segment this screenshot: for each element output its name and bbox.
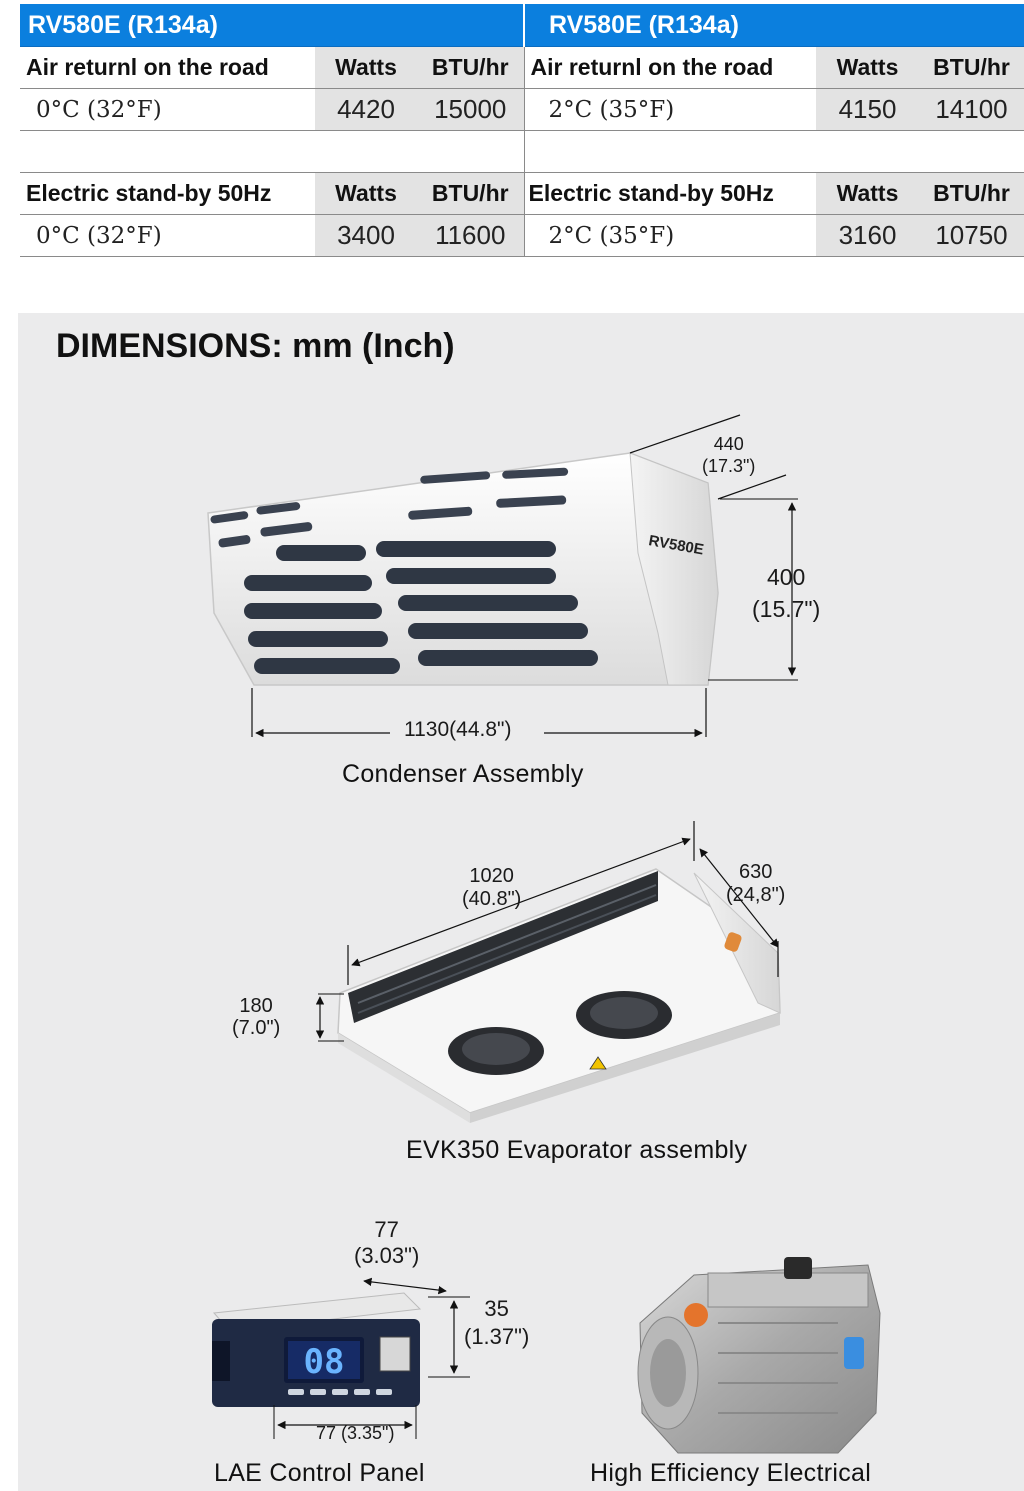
spec-table-header-row: RV580E (R134a) RV580E (R134a) [20, 4, 1024, 47]
condenser-depth-in: (17.3") [702, 456, 756, 476]
control-panel-caption: LAE Control Panel [214, 1459, 425, 1487]
control-panel-height-label: 35 (1.37") [464, 1295, 529, 1351]
standby-btu-header-right: BTU/hr [919, 172, 1024, 215]
evaporator-caption: EVK350 Evaporator assembly [406, 1136, 748, 1164]
road-temp-right: 2°C (35°F) [524, 88, 816, 131]
road-watts-right: 4150 [816, 88, 919, 131]
model-title-right: RV580E (R134a) [524, 4, 1024, 47]
evaporator-height-in: (7.0") [232, 1017, 281, 1039]
road-btu-right: 14100 [919, 88, 1024, 131]
watts-header-left: Watts [315, 46, 417, 89]
standby-value-row: 0°C (32°F) 3400 11600 2°C (35°F) 3160 10… [20, 214, 1024, 257]
standby-header-row: Electric stand-by 50Hz Watts BTU/hr Elec… [20, 172, 1024, 215]
evaporator-height-label: 180 (7.0") [232, 995, 280, 1039]
standby-label-left: Electric stand-by 50Hz [20, 172, 315, 215]
compressor-illustration [637, 1257, 881, 1454]
condenser-depth-mm: 440 [713, 434, 744, 454]
condenser-height-mm: 400 [766, 564, 806, 590]
standby-btu-right: 10750 [919, 214, 1024, 257]
model-title-left: RV580E (R134a) [20, 4, 525, 47]
road-watts-left: 4420 [315, 88, 417, 131]
standby-watts-header-right: Watts [816, 172, 919, 215]
road-btu-left: 15000 [417, 88, 525, 131]
dimensions-panel: DIMENSIONS: mm (Inch) [18, 313, 1024, 1491]
condenser-height-in: (15.7") [752, 596, 821, 622]
evaporator-depth-label: 630 (24,8") [726, 861, 785, 907]
evaporator-length-in: (40.8") [462, 888, 522, 910]
standby-btu-left: 11600 [417, 214, 525, 257]
control-panel-top-in: (3.03") [354, 1243, 420, 1268]
standby-watts-left: 3400 [315, 214, 417, 257]
standby-btu-header-left: BTU/hr [417, 172, 525, 215]
road-label-right: Air returnl on the road [524, 46, 816, 89]
control-panel-illustration: 08 [212, 1277, 470, 1439]
road-label-left: Air returnl on the road [20, 46, 315, 89]
standby-temp-left: 0°C (32°F) [20, 214, 315, 257]
evaporator-height-mm: 180 [239, 995, 273, 1017]
control-panel-bottom-label: 77 (3.35") [316, 1423, 395, 1443]
spec-table: RV580E (R134a) RV580E (R134a) Air return… [20, 4, 1024, 257]
condenser-height-label: 400 (15.7") [752, 561, 820, 625]
control-panel-height-in: (1.37") [464, 1324, 530, 1349]
evaporator-depth-in: (24,8") [726, 884, 786, 906]
evaporator-illustration [315, 821, 781, 1123]
standby-label-right: Electric stand-by 50Hz [524, 172, 816, 215]
evaporator-length-mm: 1020 [469, 865, 514, 887]
watts-header-right: Watts [816, 46, 919, 89]
spacer-row [20, 130, 1024, 173]
standby-watts-header-left: Watts [315, 172, 417, 215]
dimensions-drawing: RV580E [207, 414, 881, 1454]
compressor-caption: High Efficiency Electrical [590, 1459, 872, 1487]
evaporator-depth-mm: 630 [738, 861, 773, 883]
standby-watts-right: 3160 [816, 214, 919, 257]
evaporator-length-label: 1020 (40.8") [462, 865, 521, 911]
condenser-depth-label: 440 (17.3") [702, 433, 755, 477]
condenser-width-label: 1130(44.8") [404, 718, 512, 741]
condenser-caption: Condenser Assembly [342, 760, 584, 788]
dimensions-title: DIMENSIONS: mm (Inch) [56, 327, 455, 365]
btu-header-right: BTU/hr [919, 46, 1024, 89]
btu-header-left: BTU/hr [417, 46, 525, 89]
control-panel-top-label: 77 (3.03") [354, 1217, 419, 1269]
control-panel-display: 08 [304, 1342, 345, 1382]
control-panel-height-mm: 35 [484, 1296, 509, 1321]
road-temp-left: 0°C (32°F) [20, 88, 315, 131]
control-panel-top-mm: 77 [374, 1217, 399, 1242]
condenser-illustration: RV580E [207, 414, 798, 738]
standby-temp-right: 2°C (35°F) [524, 214, 816, 257]
road-header-row: Air returnl on the road Watts BTU/hr Air… [20, 46, 1024, 89]
road-value-row: 0°C (32°F) 4420 15000 2°C (35°F) 4150 14… [20, 88, 1024, 131]
